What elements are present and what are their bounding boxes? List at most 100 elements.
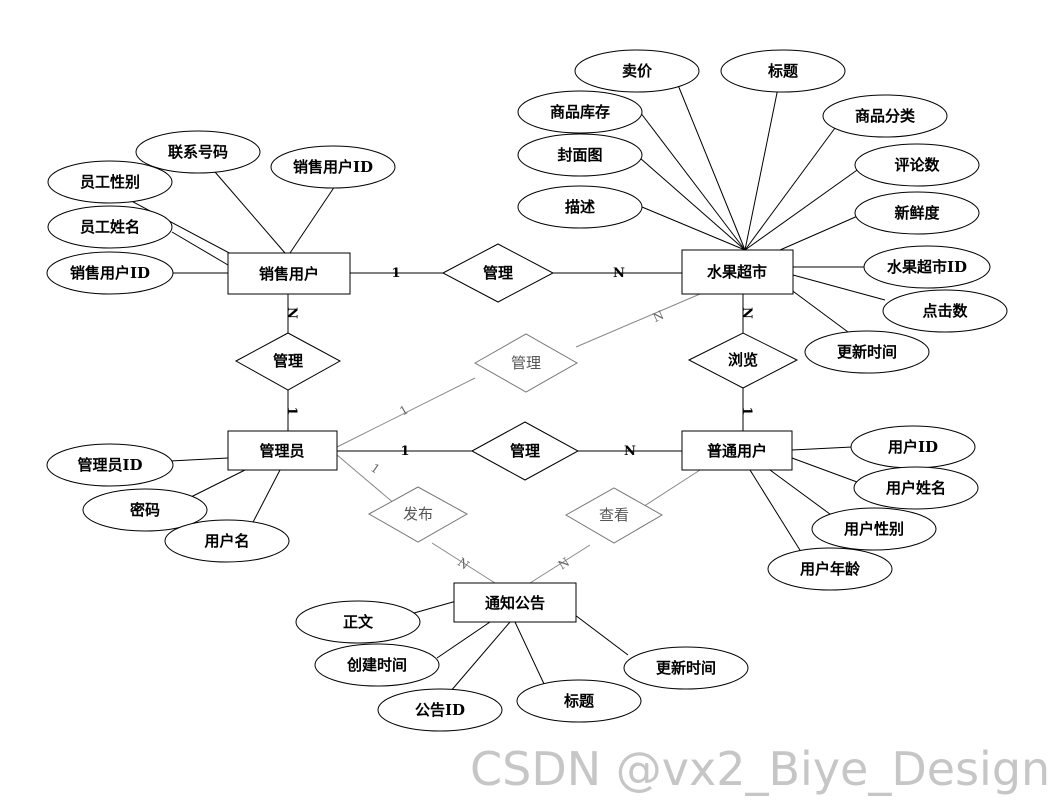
svg-text:发布: 发布	[403, 505, 433, 523]
svg-text:浏览: 浏览	[728, 351, 758, 369]
relationships: 管理 管理 管理 管理 浏览 发布 查看	[234, 243, 799, 544]
svg-text:销售用户ID: 销售用户ID	[293, 158, 373, 176]
svg-text:管理: 管理	[483, 264, 513, 282]
attr-user-gender: 用户性别	[811, 507, 937, 551]
attr-notice-id: 公告ID	[377, 688, 503, 732]
fruit-market-attributes: 卖价 标题 商品库存 商品分类 封面图 评论数 描述 新鲜度	[517, 49, 1008, 374]
attr-update-time: 更新时间	[804, 330, 930, 374]
rel-admin-manage-market: 管理	[473, 333, 579, 393]
relationship-connectors	[287, 272, 744, 584]
attr-body: 正文	[295, 600, 421, 644]
attr-cover: 封面图	[517, 133, 643, 177]
svg-text:普通用户: 普通用户	[707, 442, 767, 460]
svg-text:水果超市: 水果超市	[707, 263, 767, 281]
normal-user-attributes: 用户ID 用户姓名 用户性别 用户年龄	[767, 425, 979, 591]
svg-text:公告ID: 公告ID	[415, 701, 465, 719]
svg-text:商品库存: 商品库存	[550, 103, 610, 121]
svg-text:员工姓名: 员工姓名	[80, 218, 140, 236]
svg-text:创建时间: 创建时间	[346, 656, 407, 674]
svg-text:卖价: 卖价	[622, 62, 653, 80]
attr-user-name: 用户姓名	[853, 466, 979, 510]
svg-text:联系号码: 联系号码	[168, 143, 228, 161]
attr-freshness: 新鲜度	[854, 191, 980, 235]
entity-notice: 通知公告	[453, 582, 577, 623]
attr-admin-id: 管理员ID	[46, 443, 174, 487]
notice-attributes: 正文 创建时间 更新时间 公告ID 标题	[295, 600, 749, 732]
card-publish-n: N	[455, 555, 472, 572]
svg-text:标题: 标题	[563, 692, 595, 710]
rel-admin-manage-sales: 管理	[234, 332, 342, 391]
watermark: CSDN @vx2_Biye_Design	[470, 742, 1050, 796]
svg-text:员工性别: 员工性别	[80, 173, 140, 191]
card-market-user-1: 1	[739, 406, 754, 415]
svg-text:封面图: 封面图	[557, 146, 602, 164]
rel-admin-publish-notice: 发布	[367, 486, 469, 543]
entity-normal-user: 普通用户	[681, 430, 793, 471]
attr-category: 商品分类	[822, 94, 948, 138]
card-market-user-n: N	[739, 307, 754, 319]
admin-attributes: 管理员ID 密码 用户名	[46, 443, 290, 563]
attr-phone: 联系号码	[135, 130, 261, 174]
svg-text:销售用户: 销售用户	[259, 265, 319, 283]
rel-sales-manage-market: 管理	[441, 243, 555, 303]
svg-text:更新时间: 更新时间	[837, 343, 897, 361]
svg-text:正文: 正文	[343, 613, 374, 631]
attr-description: 描述	[517, 185, 643, 229]
attr-sales-user-id-top: 销售用户ID	[270, 145, 396, 189]
svg-text:水果超市ID: 水果超市ID	[887, 258, 967, 276]
svg-text:管理员: 管理员	[259, 442, 304, 460]
cardinality-labels: 1 N N 1 N 1 N N 1 1 N 1 N	[284, 266, 754, 572]
er-diagram: 联系号码 员工性别 销售用户ID 员工姓名 销售用户ID 卖价 标题	[46, 49, 1008, 732]
attr-notice-update-time: 更新时间	[623, 646, 749, 690]
card-sales-admin-1: 1	[284, 406, 299, 415]
svg-text:销售用户ID: 销售用户ID	[70, 264, 150, 282]
attr-market-id: 水果超市ID	[863, 245, 991, 289]
sales-user-attributes: 联系号码 员工性别 销售用户ID 员工姓名 销售用户ID	[46, 130, 396, 295]
card-admin-market-n: N	[651, 308, 666, 325]
svg-text:管理员ID: 管理员ID	[77, 456, 142, 474]
svg-text:密码: 密码	[130, 501, 160, 519]
attr-sales-user-id: 销售用户ID	[46, 251, 174, 295]
card-sales-admin-n: N	[284, 307, 299, 319]
attr-username: 用户名	[164, 519, 290, 563]
card-admin-user-1: 1	[400, 444, 409, 459]
card-sales-market-n: N	[613, 266, 625, 281]
svg-text:商品分类: 商品分类	[855, 107, 916, 125]
svg-text:用户ID: 用户ID	[888, 438, 938, 456]
svg-text:点击数: 点击数	[922, 302, 968, 320]
svg-text:评论数: 评论数	[894, 156, 940, 174]
rel-admin-manage-user: 管理	[470, 421, 580, 481]
svg-text:用户名: 用户名	[204, 532, 249, 550]
card-publish-1: 1	[368, 461, 382, 477]
entity-admin: 管理员	[227, 430, 338, 471]
card-admin-user-n: N	[624, 444, 636, 459]
card-sales-market-1: 1	[391, 266, 400, 281]
attr-clicks: 点击数	[882, 289, 1008, 333]
attr-user-age: 用户年龄	[767, 547, 893, 591]
attr-password: 密码	[82, 488, 208, 532]
svg-text:管理: 管理	[273, 352, 303, 370]
attr-gender: 员工性别	[47, 160, 173, 204]
svg-text:管理: 管理	[511, 354, 541, 372]
svg-text:用户姓名: 用户姓名	[886, 479, 946, 497]
svg-text:管理: 管理	[510, 442, 540, 460]
attr-price: 卖价	[574, 49, 700, 93]
svg-text:用户性别: 用户性别	[844, 520, 904, 538]
svg-text:新鲜度: 新鲜度	[894, 204, 940, 222]
svg-text:查看: 查看	[599, 506, 629, 524]
entity-fruit-market: 水果超市	[681, 249, 794, 295]
entities: 销售用户 水果超市 管理员 普通用户 通知公告	[227, 249, 794, 623]
svg-text:描述: 描述	[565, 198, 595, 216]
attr-name: 员工姓名	[47, 205, 173, 249]
entity-sales-user: 销售用户	[227, 252, 351, 295]
attr-notice-title: 标题	[516, 679, 642, 723]
rel-user-browse-market: 浏览	[687, 332, 799, 389]
attr-user-id: 用户ID	[850, 425, 976, 469]
svg-text:标题: 标题	[767, 62, 799, 80]
rel-user-view-notice: 查看	[564, 487, 664, 544]
svg-text:更新时间: 更新时间	[656, 659, 716, 677]
attribute-connectors	[119, 84, 886, 693]
attr-title: 标题	[720, 49, 846, 93]
svg-text:用户年龄: 用户年龄	[800, 560, 861, 578]
attr-comments: 评论数	[854, 143, 980, 187]
